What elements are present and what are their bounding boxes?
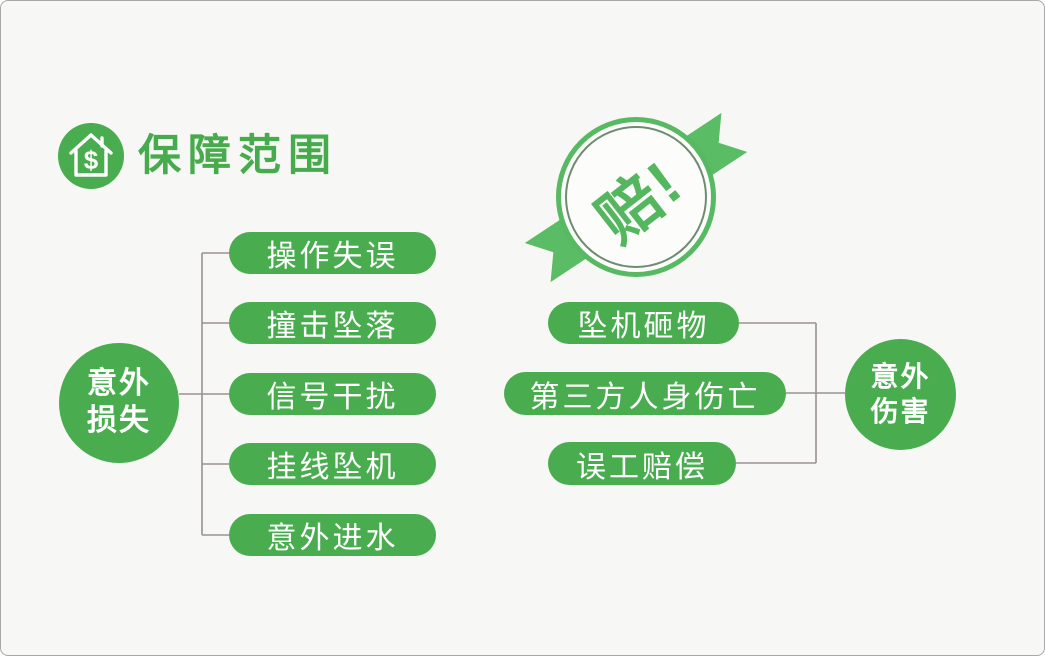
pill-impact-fall: 撞击坠落 xyxy=(229,302,436,344)
pill-operation-error: 操作失误 xyxy=(229,232,436,274)
pill-lost-work-compensation: 误工赔偿 xyxy=(548,442,736,485)
node-accidental-injury: 意外 伤害 xyxy=(845,339,956,450)
page-title: 保障范围 xyxy=(138,132,338,180)
pill-third-party-injury: 第三方人身伤亡 xyxy=(504,372,786,415)
left-tree-lines xyxy=(179,252,229,536)
pill-water-damage: 意外进水 xyxy=(229,514,436,556)
node-label-line1: 意外 xyxy=(870,361,931,393)
pill-crash-property-damage: 坠机砸物 xyxy=(548,302,739,344)
pill-wire-crash: 挂线坠机 xyxy=(229,443,436,485)
node-accidental-loss: 意外 损失 xyxy=(59,343,179,463)
svg-text:$: $ xyxy=(84,145,99,175)
node-label-line1: 意外 xyxy=(87,367,151,401)
house-dollar-icon: $ xyxy=(58,123,124,189)
node-label-line2: 损失 xyxy=(87,404,151,437)
header: $ 保障范围 xyxy=(58,123,338,189)
node-label-line2: 伤害 xyxy=(870,395,931,427)
right-tree-lines xyxy=(736,322,845,464)
pill-signal-interference: 信号干扰 xyxy=(229,373,436,415)
